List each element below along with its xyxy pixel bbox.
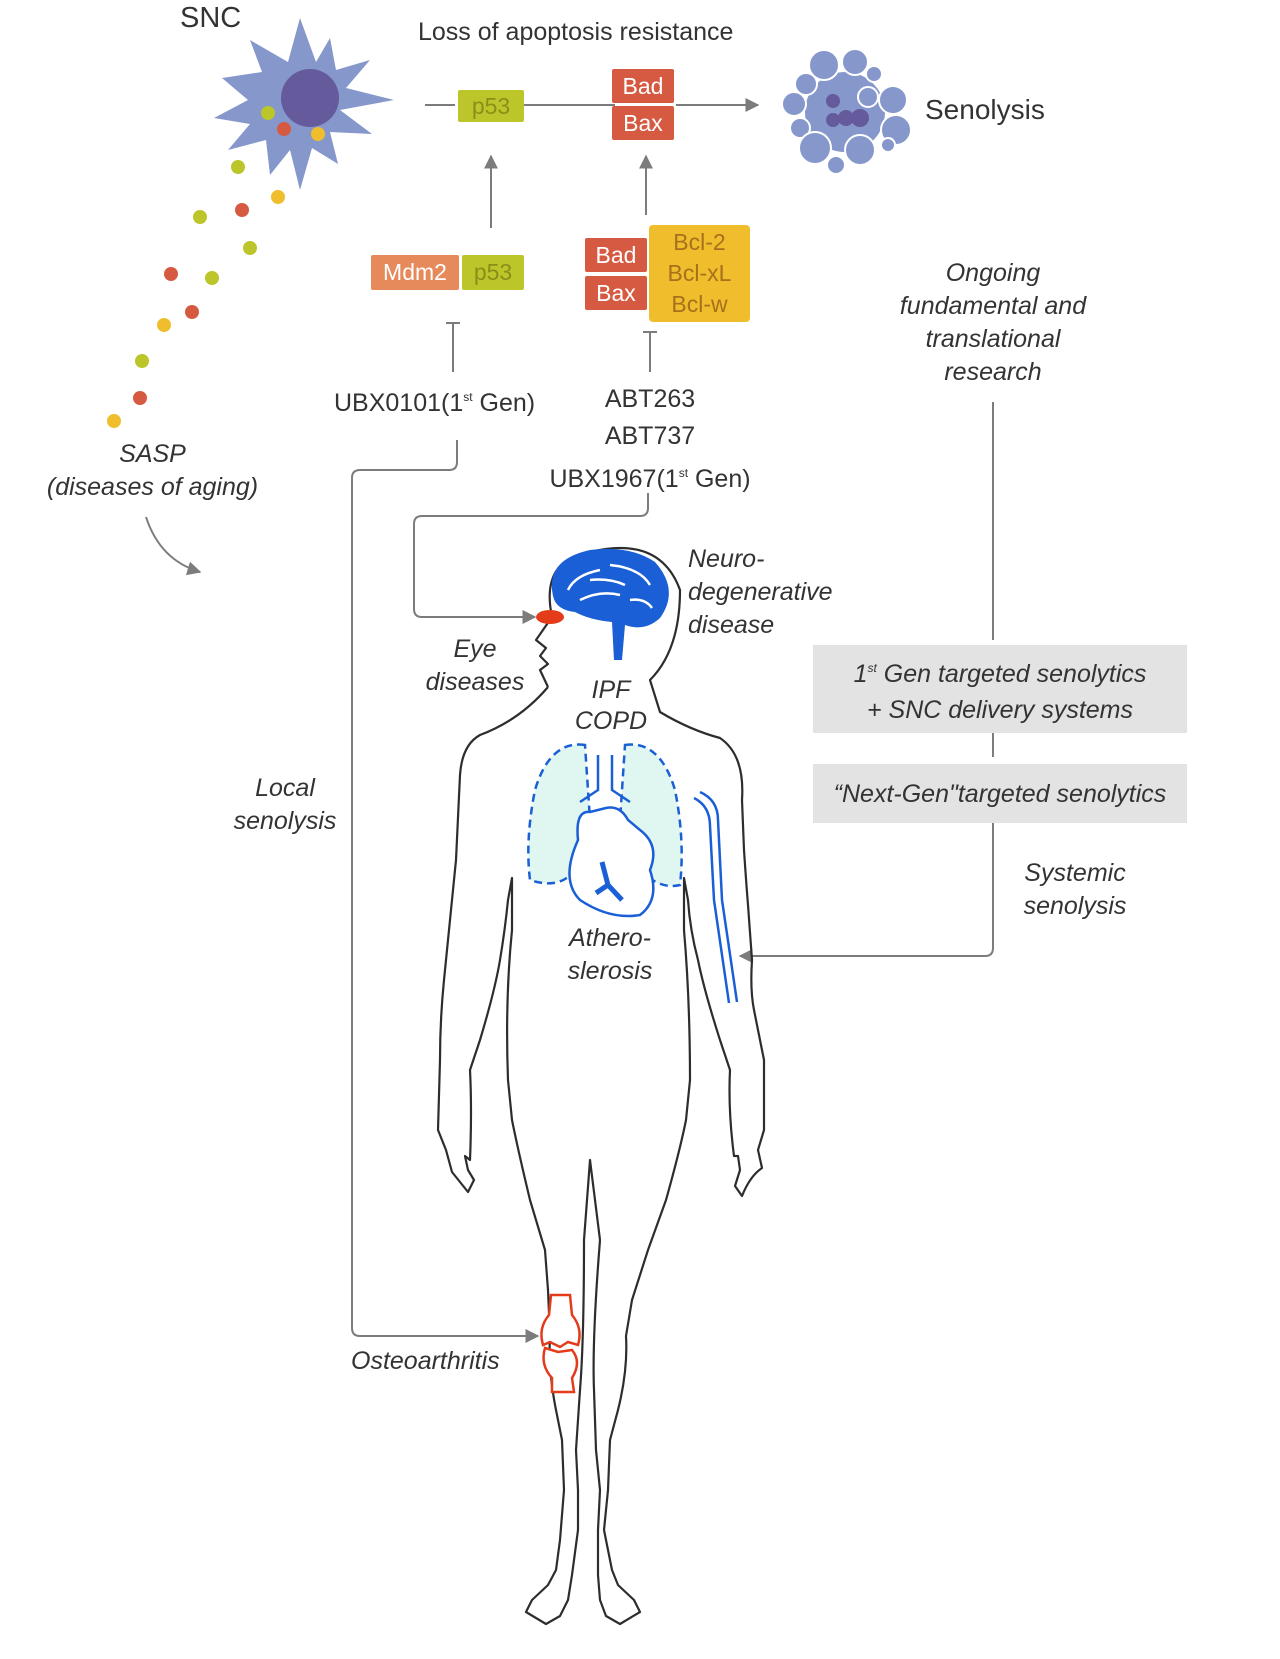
abt263-label: ABT263: [604, 385, 696, 413]
neurodegenerative-label: Neuro- degenerative disease: [688, 545, 833, 639]
sasp-label: SASP (diseases of aging): [46, 440, 259, 501]
p53-box: p53: [462, 255, 524, 290]
first-gen-line2: + SNC delivery systems: [866, 696, 1134, 724]
senescent-cell-icon: [214, 18, 394, 190]
mdm2-box: Mdm2: [371, 255, 459, 290]
abt737-label: ABT737: [604, 422, 696, 450]
bad-box: Bad: [585, 238, 647, 272]
bad-box-top: Bad: [612, 69, 674, 103]
sasp-dots: [107, 160, 285, 428]
bcl-family-box: Bcl-2 Bcl-xL Bcl-w: [649, 225, 750, 322]
local-senolysis-label: Local senolysis: [233, 774, 337, 835]
bcl-2-label: Bcl-2: [673, 229, 726, 255]
lysed-cell-icon: [781, 48, 912, 175]
p53-box-top: p53: [458, 90, 524, 122]
bax-box-top: Bax: [612, 106, 674, 140]
systemic-senolysis-route: [738, 820, 994, 963]
nucleus: [281, 69, 339, 127]
first-gen-senolytics-box: 1st Gen targeted senolytics + SNC delive…: [813, 645, 1187, 733]
heart-icon: [568, 806, 655, 918]
artery-icon: [693, 790, 739, 1004]
local-senolysis-route: [351, 440, 540, 1343]
sasp-arrow: [145, 516, 202, 576]
human-body-outline: [436, 546, 766, 1626]
first-gen-line1: 1st Gen targeted senolytics: [853, 660, 1147, 688]
ipf-copd-label: IPF COPD: [574, 676, 648, 735]
systemic-senolysis-label: Systemic senolysis: [1023, 859, 1127, 920]
pathway-title: Loss of apoptosis resistance: [418, 18, 734, 46]
knee-joint-icon: [540, 1293, 581, 1394]
ubx0101-label: UBX0101(1st Gen): [334, 389, 536, 417]
snc-label: SNC: [180, 2, 242, 34]
bcl-w-label: Bcl-w: [671, 291, 728, 317]
eye-route: [413, 493, 649, 624]
atherosclerosis-label: Athero- slerosis: [567, 924, 653, 985]
brain-icon: [536, 548, 669, 660]
next-gen-senolytics-box: “Next-Gen"targeted senolytics: [813, 764, 1187, 823]
ubx1967-label: UBX1967(1st Gen): [549, 465, 751, 493]
eye-diseases-label: Eye diseases: [425, 635, 525, 696]
bax-box: Bax: [585, 276, 647, 310]
senolysis-label: Senolysis: [925, 94, 1045, 125]
bcl-xl-label: Bcl-xL: [667, 260, 732, 286]
osteoarthritis-label: Osteoarthritis: [351, 1347, 500, 1375]
eye-lesion-icon: [536, 610, 564, 624]
abt-drug-list: ABT263 ABT737 UBX1967(1st Gen): [540, 381, 760, 498]
research-label: Ongoing fundamental and translational re…: [899, 259, 1087, 386]
